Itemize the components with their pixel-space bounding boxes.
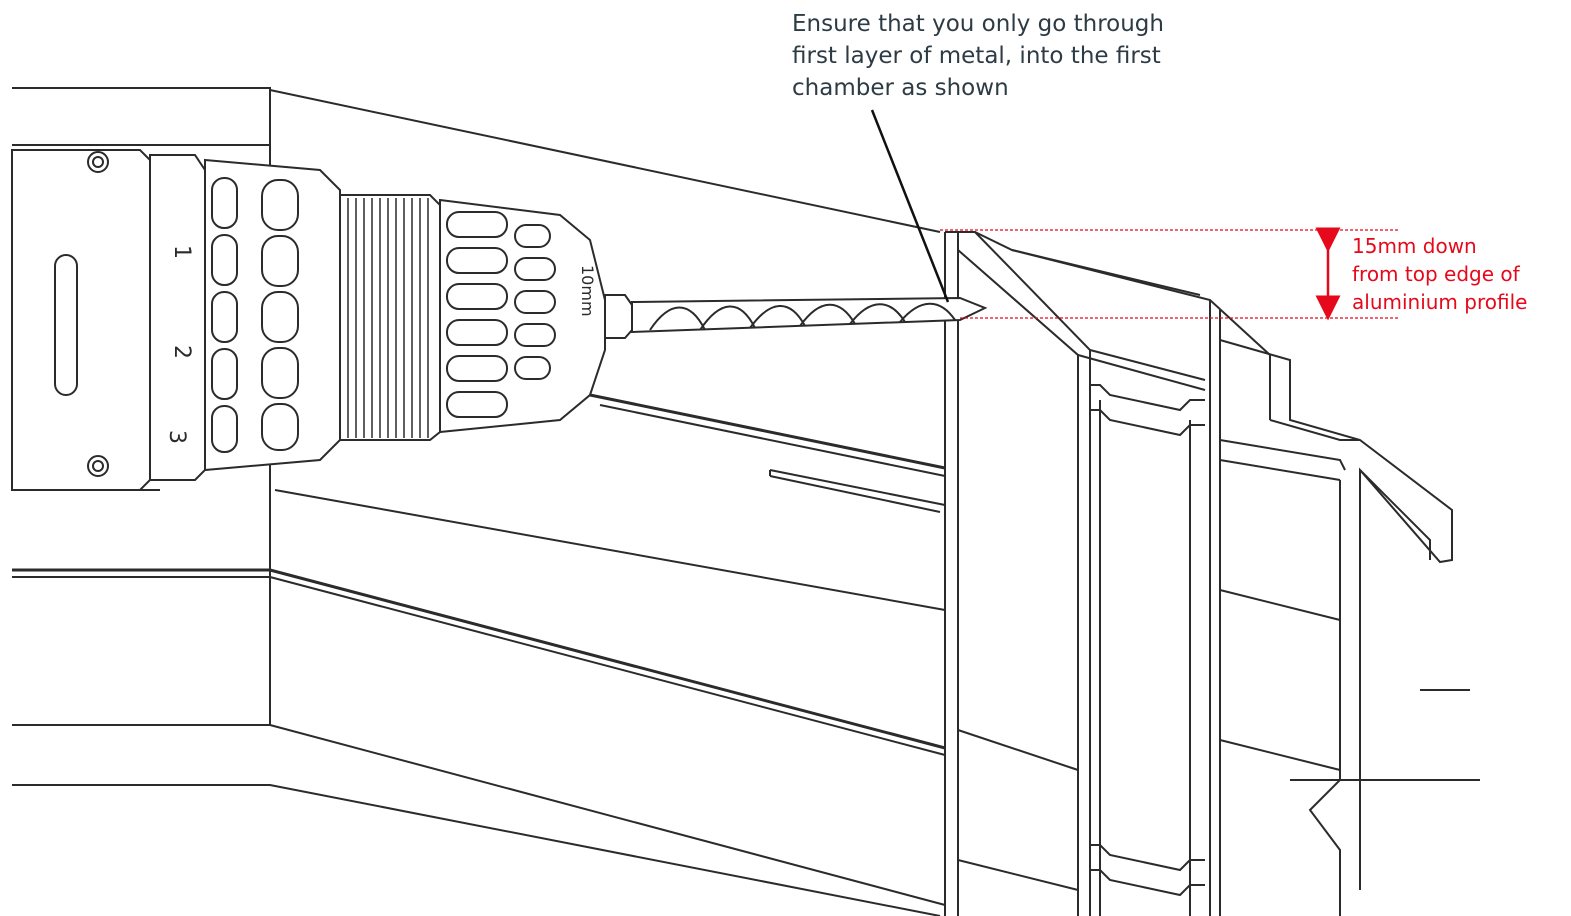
clutch-number-3: 3 [164,430,189,444]
drill-clutch-collar [204,158,341,472]
chuck-marking: 10mm [578,265,597,317]
depth-note-line-3: aluminium profile [1352,290,1528,314]
depth-dimension-label: 15mm down from top edge of aluminium pro… [1352,232,1567,316]
note-pointer-line [870,109,950,303]
clutch-numbers: 1 2 3 [164,245,194,444]
drill-body [11,149,206,491]
drilling-instruction-note: Ensure that you only go through first la… [792,8,1212,104]
clutch-number-1: 1 [169,245,194,259]
drilling-note-line-2: first layer of metal, into the first [792,43,1161,69]
drill-bit [631,296,988,334]
depth-note-line-2: from top edge of [1352,262,1520,286]
drilling-note-line-1: Ensure that you only go through [792,11,1164,37]
clutch-number-2: 2 [169,345,194,359]
frame-block [12,87,1480,916]
drilling-note-line-3: chamber as shown [792,75,1009,101]
depth-dimension [940,227,1400,321]
drill-ribbed-sleeve [339,194,441,441]
aluminium-profile [944,231,1453,916]
depth-note-line-1: 15mm down [1352,234,1477,258]
drill-chuck [439,198,633,434]
